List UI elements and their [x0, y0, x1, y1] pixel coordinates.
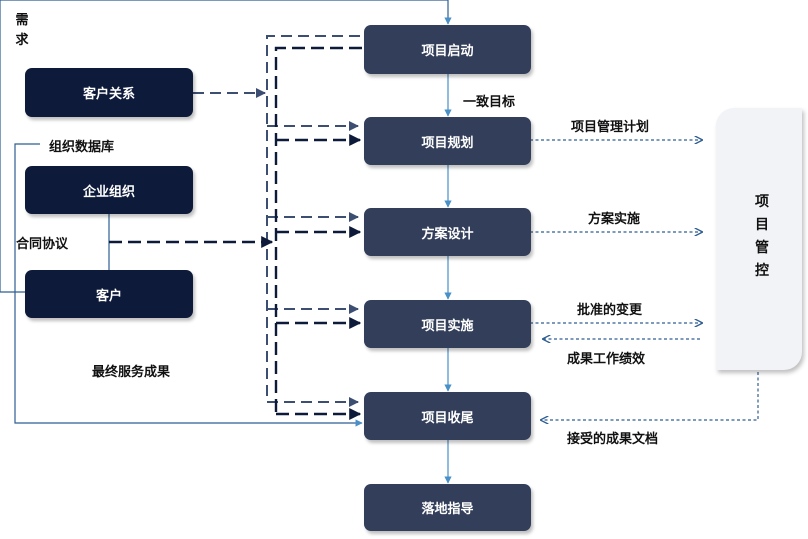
- phase-design: 方案设计: [364, 208, 531, 256]
- project-control-label: 项目管控: [755, 194, 769, 279]
- phase-planning: 项目规划: [364, 117, 531, 165]
- bold-bus: [274, 46, 362, 414]
- approved-change-label: 批准的变更: [577, 303, 643, 318]
- phase-initiation: 项目启动: [364, 25, 531, 74]
- customer-relation-node: 客户关系: [25, 68, 193, 117]
- phase-execution: 项目实施: [364, 300, 531, 348]
- pm-plan-label: 项目管理计划: [571, 120, 650, 135]
- customer-node: 客户: [25, 270, 193, 318]
- accepted-docs-label: 接受的成果文档: [567, 432, 659, 447]
- final-result-label: 最终服务成果: [92, 365, 171, 380]
- contract-label: 合同协议: [16, 237, 69, 252]
- org-db-line: [14, 143, 363, 427]
- phase-guidance: 落地指导: [364, 484, 531, 531]
- light-bus: [266, 35, 360, 402]
- work-performance-label: 成果工作绩效: [567, 352, 646, 367]
- demand-label: 需求: [15, 13, 29, 48]
- project-control-panel: [716, 108, 802, 370]
- org-database-label: 组织数据库: [49, 140, 115, 155]
- accepted-docs-arrow: [541, 372, 759, 420]
- enterprise-org-node: 企业组织: [25, 166, 193, 214]
- demand-loop-line: [0, 0, 452, 293]
- consistent-goal-label: 一致目标: [463, 95, 516, 110]
- plan-impl-label: 方案实施: [588, 212, 641, 227]
- phase-closing: 项目收尾: [364, 392, 531, 440]
